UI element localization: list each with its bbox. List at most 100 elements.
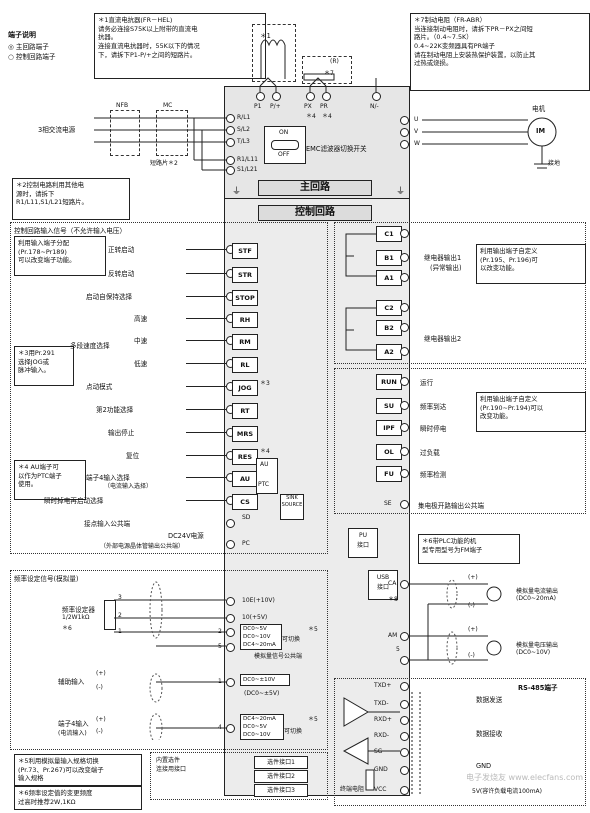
relay-frame: [334, 222, 586, 364]
rs485-vcc-label: 5V(容许负载电流100mA): [472, 788, 543, 795]
terminal-a2[interactable]: [400, 347, 409, 356]
sink-source-switch[interactable]: SINK SOURCE: [280, 494, 304, 520]
mark-pr: ＊4: [322, 113, 332, 120]
terminal-su[interactable]: [400, 401, 409, 410]
terminal-ipf[interactable]: [400, 423, 409, 432]
term-5-num: 5: [218, 643, 222, 650]
pot-pin-2: 2: [118, 612, 122, 619]
terminal-v[interactable]: [400, 128, 409, 137]
terminal-pc[interactable]: [226, 540, 235, 549]
terminal-rs485-sg[interactable]: [400, 748, 409, 757]
output-wiring: [422, 117, 557, 169]
terminal-n[interactable]: [372, 92, 381, 101]
terminal-rs485-txdm[interactable]: [400, 700, 409, 709]
pot-label: 频率设定器: [62, 606, 95, 614]
nfb-label: NFB: [116, 102, 129, 109]
terminal-4[interactable]: [226, 724, 235, 733]
relay-terminal-a2: A2: [376, 344, 402, 360]
terminal-rs485-vcc[interactable]: [400, 786, 409, 795]
input-wire-res: [186, 455, 226, 456]
rs485-frame: [334, 678, 586, 806]
terminal-10[interactable]: [226, 614, 235, 623]
terminal-r1[interactable]: [226, 156, 235, 165]
oc-terminal-ipf: IPF: [376, 420, 402, 436]
open-collector-frame: [334, 368, 586, 514]
label-n: N/-: [370, 103, 379, 110]
terminal-rs485-gnd[interactable]: [400, 766, 409, 775]
terminal-sd[interactable]: [226, 519, 235, 528]
terminal-rs485-rxdp[interactable]: [400, 716, 409, 725]
terminal-c2[interactable]: [400, 303, 409, 312]
option-port-2[interactable]: 选件接口2: [254, 770, 308, 783]
terminal-a1[interactable]: [400, 273, 409, 282]
t2-mark: ＊5: [308, 626, 318, 633]
main-circuit-title: 主回路: [258, 180, 372, 196]
option-port-1[interactable]: 选件接口1: [254, 756, 308, 769]
terminal-2[interactable]: [226, 628, 235, 637]
terminal-s[interactable]: [226, 126, 235, 135]
terminal-c1[interactable]: [400, 229, 409, 238]
label-w: W: [414, 140, 420, 147]
input-wire-rm: [186, 340, 226, 341]
term-1-num: 1: [218, 678, 222, 685]
am-plus: (+): [468, 626, 478, 633]
terminal-w[interactable]: [400, 140, 409, 149]
input-terminal-jog: JOG: [232, 380, 258, 396]
t5-label: 模拟量信号公共端: [254, 653, 303, 660]
terminal-p[interactable]: [272, 92, 281, 101]
note-au-ptc: ＊4 AU端子可以作为PTC端子使用。: [14, 460, 86, 500]
ground-icon-right: ⏚: [396, 187, 406, 197]
term-2-num: 2: [218, 628, 222, 635]
terminal-1[interactable]: [226, 678, 235, 687]
terminal-p1[interactable]: [256, 92, 265, 101]
reactor-mark: ＊1: [260, 32, 271, 40]
terminal-rs485-txdp[interactable]: [400, 682, 409, 691]
terminal-fu[interactable]: [400, 469, 409, 478]
terminal-u[interactable]: [400, 116, 409, 125]
rs485-wiring: [342, 692, 421, 796]
t4-mark: ＊5: [308, 716, 318, 723]
input-label-jog: 点动模式: [86, 383, 113, 391]
legend-title: 端子说明: [8, 31, 36, 39]
terminal-pr[interactable]: [322, 92, 331, 101]
oc-terminal-su: SU: [376, 398, 402, 414]
label-r: R/L1: [237, 114, 251, 121]
terminal-run[interactable]: [400, 377, 409, 386]
terminal-b2[interactable]: [400, 323, 409, 332]
ca-desc-2: (DC0~20mA): [516, 595, 556, 602]
terminal-r[interactable]: [226, 114, 235, 123]
oc-terminal-fu: FU: [376, 466, 402, 482]
terminal-t[interactable]: [226, 138, 235, 147]
mark-px: ＊4: [306, 113, 316, 120]
terminal-rs485-rxdm[interactable]: [400, 732, 409, 741]
terminal-se[interactable]: [400, 500, 409, 509]
am-desc-1: 模拟量电压输出: [516, 642, 559, 649]
am-label: AM: [388, 632, 398, 639]
terminal-10e[interactable]: [226, 597, 235, 606]
emc-switch[interactable]: ON OFF: [264, 126, 306, 164]
option-port-3[interactable]: 选件接口3: [254, 784, 308, 797]
terminal-s1[interactable]: [226, 166, 235, 175]
am-desc-2: (DC0~10V): [516, 649, 551, 656]
terminal-ol[interactable]: [400, 447, 409, 456]
terminal-b1[interactable]: [400, 253, 409, 262]
se-desc: 集电极开路输出公共端: [418, 502, 484, 510]
terminal-px[interactable]: [306, 92, 315, 101]
terminal-5[interactable]: [226, 643, 235, 652]
rs485-label-rxdm: RXD-: [374, 732, 390, 739]
mc-label: MC: [163, 102, 173, 109]
input-terminal-res: RES: [232, 449, 258, 465]
label-r1: R1/L11: [237, 156, 258, 163]
t10e-label: 10E(+10V): [242, 597, 275, 604]
au-switch-label: AU: [260, 461, 269, 468]
label-p: P/+: [270, 103, 281, 110]
t4-switch-label: 可切换: [284, 728, 303, 735]
t4-plus: (+): [96, 716, 106, 723]
au-ptc-switch[interactable]: AU PTC: [256, 458, 278, 494]
ca-plus: (+): [468, 574, 478, 581]
res-mark: ＊4: [260, 448, 270, 455]
supply-label: 3相交流电源: [38, 126, 76, 134]
input-terminal-au: AU: [232, 471, 258, 487]
